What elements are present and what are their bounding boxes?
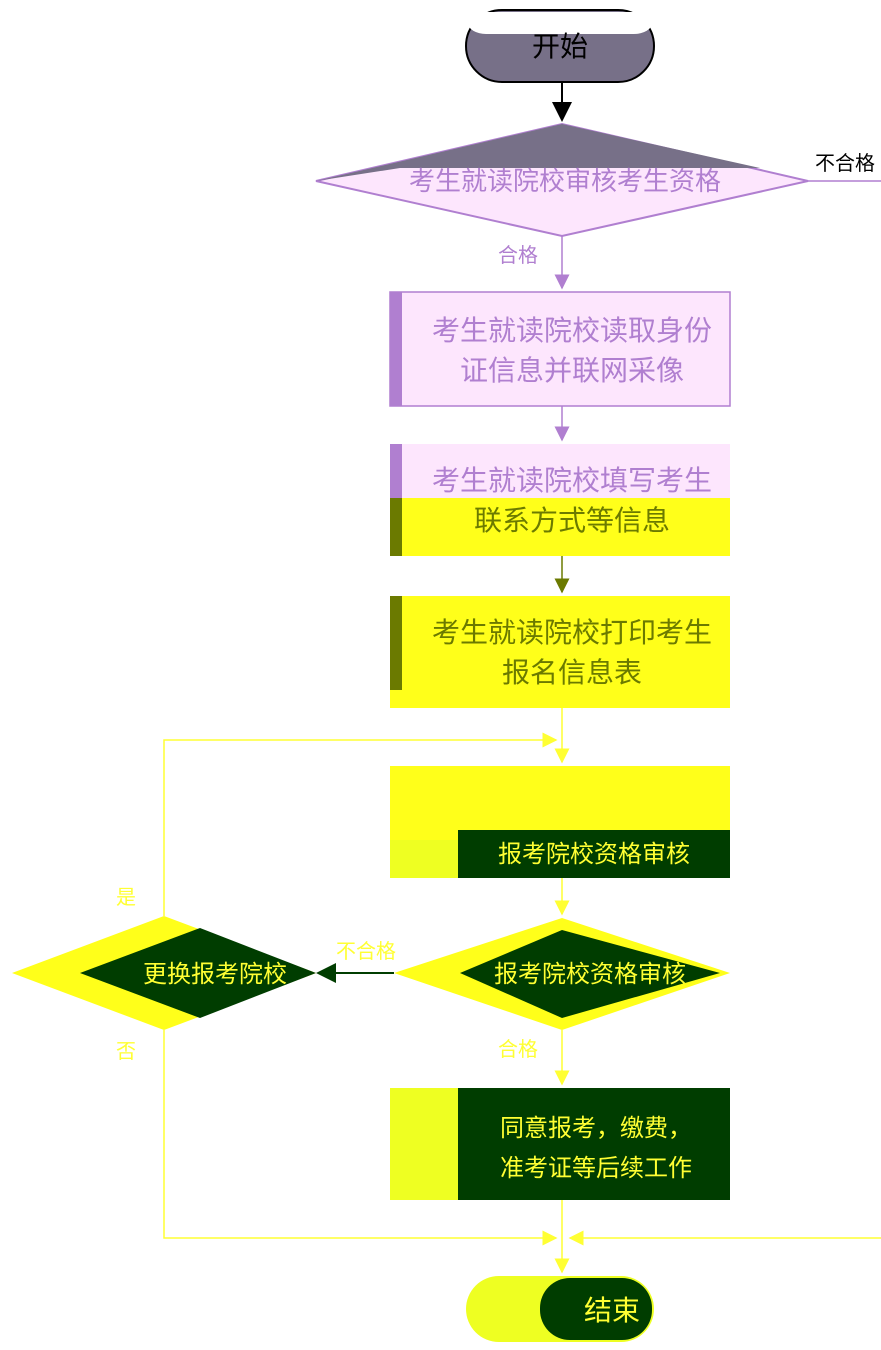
edge-yes-loop xyxy=(163,732,558,916)
read-id-line1: 考生就读院校读取身份 xyxy=(432,314,712,347)
institution-review-label: 报考院校资格审核 xyxy=(498,840,690,868)
qualified-decision-label: 报考院校资格审核 xyxy=(494,960,686,988)
edge-label-unqualified-top: 不合格 xyxy=(815,151,875,175)
change-institution-label: 更换报考院校 xyxy=(143,960,287,988)
institution-review-process: 报考院校资格审核 xyxy=(390,766,730,878)
qualified-decision: 报考院校资格审核 xyxy=(394,918,730,1030)
fill-contact-line2: 联系方式等信息 xyxy=(474,504,670,537)
edge-label-no: 否 xyxy=(116,1039,136,1063)
fill-contact-process: 考生就读院校填写考生 联系方式等信息 xyxy=(390,444,730,556)
fill-contact-line1: 考生就读院校填写考生 xyxy=(432,464,712,497)
accept-line1: 同意报考，缴费， xyxy=(500,1114,692,1142)
end-terminal: 结束 xyxy=(466,1276,654,1342)
accept-process: 同意报考，缴费， 准考证等后续工作 xyxy=(390,1088,730,1200)
read-id-line2: 证信息并联网采像 xyxy=(460,354,684,387)
edge-label-qualified-mid: 合格 xyxy=(498,1037,538,1061)
review-eligibility-label: 考生就读院校审核考生资格 xyxy=(409,167,721,197)
edge-no-to-end xyxy=(163,1030,558,1246)
review-eligibility-decision: 考生就读院校审核考生资格 xyxy=(315,122,809,238)
start-label: 开始 xyxy=(532,30,588,63)
start-terminal: 开始 xyxy=(465,9,655,83)
print-form-line1: 考生就读院校打印考生 xyxy=(432,616,712,649)
end-label: 结束 xyxy=(584,1294,640,1327)
read-id-process: 考生就读院校读取身份 证信息并联网采像 xyxy=(389,291,731,407)
edge-label-unqualified-mid: 不合格 xyxy=(336,939,396,963)
accept-line2: 准考证等后续工作 xyxy=(500,1154,692,1182)
print-form-line2: 报名信息表 xyxy=(502,656,642,689)
edge-label-qualified-top: 合格 xyxy=(498,243,538,267)
print-form-process: 考生就读院校打印考生 报名信息表 xyxy=(390,596,730,708)
edge-label-yes: 是 xyxy=(116,885,136,909)
change-institution-decision: 更换报考院校 xyxy=(12,916,316,1030)
